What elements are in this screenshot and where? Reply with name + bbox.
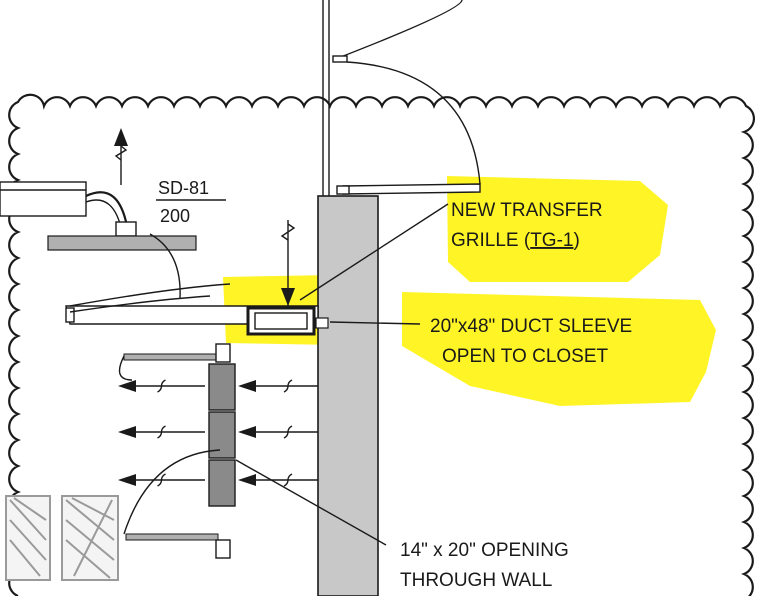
airflow-break-mark	[157, 425, 166, 439]
airflow-arrowhead	[238, 474, 256, 486]
transfer-grille-line1: NEW TRANSFER	[451, 200, 603, 221]
airflow-break-mark	[157, 379, 166, 393]
airflow-break-mark	[283, 473, 293, 487]
highlight-transfer-grille	[447, 176, 668, 282]
transfer-grille-line2: GRILLE (TG-1)	[451, 230, 580, 251]
airflow-arrowhead	[238, 426, 256, 438]
airflow-arrows	[118, 379, 318, 487]
door-swing-top	[332, 0, 481, 195]
airflow-break-mark	[283, 425, 293, 439]
duct-sleeve-line2: OPEN TO CLOSET	[442, 346, 609, 367]
hatched-blocks	[5, 495, 119, 581]
callout-transfer-grille: NEW TRANSFER GRILLE (TG-1)	[451, 200, 603, 251]
airflow-break-mark	[157, 473, 166, 487]
callout-duct-sleeve: 20"x48" DUCT SLEEVE OPEN TO CLOSET	[430, 316, 632, 367]
callout-opening: 14" x 20" OPENING THROUGH WALL	[400, 540, 569, 591]
tag-cfm: 200	[160, 206, 190, 226]
transfer-grille	[246, 220, 329, 336]
airflow-arrowhead	[118, 380, 136, 392]
grille-stack	[118, 343, 236, 559]
door-swing-mid	[149, 233, 181, 299]
revision-cloud	[8, 93, 756, 596]
airflow-break-mark	[283, 379, 293, 393]
tag-code: SD-81	[158, 178, 209, 198]
leader-lines	[235, 203, 449, 546]
highlight-duct-sleeve-right	[402, 292, 716, 406]
wall	[317, 195, 379, 596]
opening-line2: THROUGH WALL	[400, 570, 552, 591]
airflow-arrowhead	[118, 426, 136, 438]
duct-sleeve-line1: 20"x48" DUCT SLEEVE	[430, 316, 632, 337]
highlight-marks	[223, 176, 716, 406]
airflow-arrowhead	[118, 474, 136, 486]
diffuser-tag: SD-81 200	[156, 178, 226, 226]
airflow-arrowhead	[238, 380, 256, 392]
opening-line1: 14" x 20" OPENING	[400, 540, 569, 561]
tg-tag: TG-1	[530, 230, 573, 251]
